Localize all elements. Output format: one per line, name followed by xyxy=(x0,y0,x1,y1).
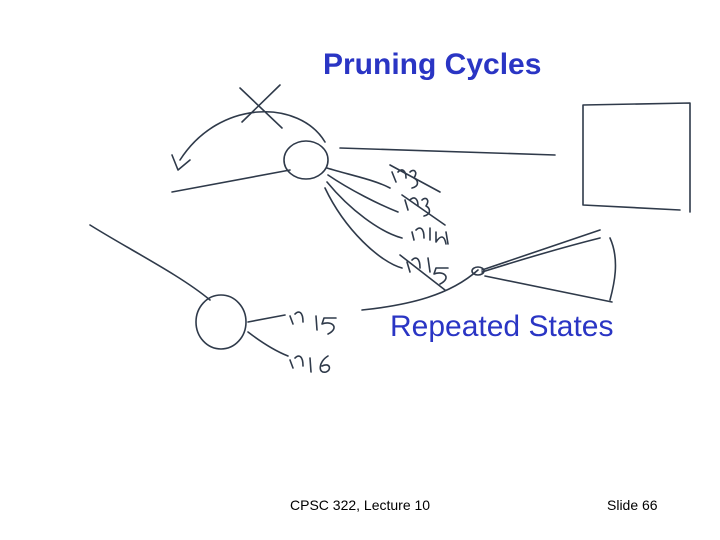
edge-right xyxy=(339,147,556,156)
repeat-fan-2 xyxy=(481,237,601,273)
footer-course: CPSC 322, Lecture 10 xyxy=(290,497,431,513)
upper-node xyxy=(283,140,329,180)
lower-branch-1 xyxy=(247,314,286,323)
lower-edge xyxy=(89,224,211,301)
branch-2 xyxy=(327,174,399,213)
repeat-arrow xyxy=(361,269,479,311)
slide-title: Pruning Cycles xyxy=(323,48,542,81)
digit-5-b xyxy=(321,317,337,335)
label-n16 xyxy=(289,355,331,373)
cross-stroke-1 xyxy=(239,87,283,129)
cycle-arrow xyxy=(179,110,326,161)
branch-3 xyxy=(326,181,403,239)
digit-5 xyxy=(433,267,449,285)
cycle-arrowhead xyxy=(171,154,191,171)
edge-to-parent xyxy=(171,169,291,193)
right-box xyxy=(582,102,691,213)
repeat-curve xyxy=(609,237,617,301)
strike-n15-a xyxy=(399,254,446,291)
lower-node xyxy=(195,294,247,350)
label-n15-b xyxy=(289,311,318,331)
lower-branch-2 xyxy=(247,331,289,357)
strike-n13-a xyxy=(389,164,441,193)
cross-stroke-2 xyxy=(241,84,281,123)
label-n15-a xyxy=(406,257,431,273)
repeat-fan-1 xyxy=(481,229,601,271)
label-n14 xyxy=(411,227,449,245)
branch-4 xyxy=(324,187,403,269)
footer-slide-number: Slide 66 xyxy=(607,497,658,513)
strike-n13-b xyxy=(401,194,446,226)
slide-subtitle: Repeated States xyxy=(390,310,614,343)
repeat-fan-3 xyxy=(484,275,613,303)
label-n13-b xyxy=(404,197,431,217)
branch-1 xyxy=(326,167,391,189)
